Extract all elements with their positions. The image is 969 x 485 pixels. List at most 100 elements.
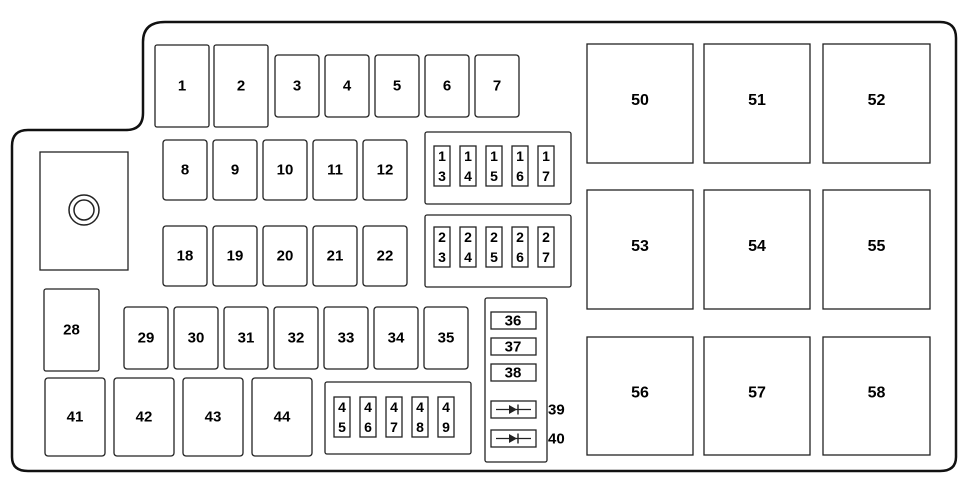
fuse-label-29: 29 xyxy=(138,330,155,347)
fuse-label-18: 18 xyxy=(177,248,194,265)
mini-fuse-digit-13-a: 1 xyxy=(438,148,446,164)
fuse-9 xyxy=(212,139,258,201)
fuse-label-44: 44 xyxy=(274,409,291,426)
fuse-44 xyxy=(251,377,313,457)
fuse-label-5: 5 xyxy=(393,78,401,95)
mini-fuse-digit-47-a: 4 xyxy=(390,399,398,415)
fuse-label-31: 31 xyxy=(238,330,255,347)
fuse-20 xyxy=(262,225,308,287)
diode-label-39: 39 xyxy=(548,402,565,419)
fuse-label-2: 2 xyxy=(237,78,245,95)
mini-fuse-digit-17-b: 7 xyxy=(542,168,550,184)
small-fuse-38 xyxy=(490,363,537,382)
fuse-box-outline xyxy=(10,20,958,473)
relay-label-51: 51 xyxy=(748,92,766,109)
fuse-label-11: 11 xyxy=(327,162,343,179)
mini-fuse-digit-14-b: 4 xyxy=(464,168,472,184)
relay-54 xyxy=(703,189,811,310)
mini-fuse-26 xyxy=(511,226,529,268)
diode-label-40: 40 xyxy=(548,431,565,448)
mini-fuse-digit-16-a: 1 xyxy=(516,148,524,164)
diode-icon xyxy=(496,404,531,415)
fuse-label-33: 33 xyxy=(338,330,355,347)
fuse-label-8: 8 xyxy=(181,162,189,179)
mini-fuse-48 xyxy=(411,396,429,438)
mini-fuse-digit-47-b: 7 xyxy=(390,419,398,435)
fuse-label-12: 12 xyxy=(377,162,394,179)
fuse-42 xyxy=(113,377,175,457)
relay-52 xyxy=(822,43,931,164)
mini-fuse-17 xyxy=(537,145,555,187)
mini-fuse-46 xyxy=(359,396,377,438)
mini-fuse-49 xyxy=(437,396,455,438)
fuse-label-3: 3 xyxy=(293,78,301,95)
small-fuse-37 xyxy=(490,337,537,356)
fuse-label-35: 35 xyxy=(438,330,455,347)
mini-fuse-digit-46-a: 4 xyxy=(364,399,372,415)
mini-fuse-digit-45-b: 5 xyxy=(338,419,346,435)
mounting-bracket xyxy=(39,151,129,271)
mounting-bolt-icon xyxy=(68,194,100,226)
fuse-label-6: 6 xyxy=(443,78,451,95)
small-fuse-panel xyxy=(484,297,548,463)
fuse-30 xyxy=(173,306,219,370)
fuse-label-28: 28 xyxy=(63,322,80,339)
fuse-label-43: 43 xyxy=(205,409,222,426)
mini-fuse-digit-15-a: 1 xyxy=(490,148,498,164)
fuse-41 xyxy=(44,377,106,457)
fuse-18 xyxy=(162,225,208,287)
relay-56 xyxy=(586,336,694,456)
fuse-21 xyxy=(312,225,358,287)
fuse-11 xyxy=(312,139,358,201)
fuse-label-7: 7 xyxy=(493,78,501,95)
fuse-32 xyxy=(273,306,319,370)
mini-fuse-25 xyxy=(485,226,503,268)
mini-fuse-14 xyxy=(459,145,477,187)
diode-39 xyxy=(490,400,537,419)
fuse-label-1: 1 xyxy=(178,78,186,95)
fuse-label-19: 19 xyxy=(227,248,244,265)
fuse-12 xyxy=(362,139,408,201)
relay-label-54: 54 xyxy=(748,238,766,255)
small-fuse-36 xyxy=(490,311,537,330)
diode-40 xyxy=(490,429,537,448)
mini-fuse-digit-49-b: 9 xyxy=(442,419,450,435)
fuse-label-22: 22 xyxy=(377,248,394,265)
fuse-22 xyxy=(362,225,408,287)
fuse-33 xyxy=(323,306,369,370)
mini-fuse-digit-16-b: 6 xyxy=(516,168,524,184)
fuse-label-32: 32 xyxy=(288,330,305,347)
mini-fuse-digit-46-b: 6 xyxy=(364,419,372,435)
mini-fuse-digit-17-a: 1 xyxy=(542,148,550,164)
fuse-1 xyxy=(154,44,210,128)
fuse-10 xyxy=(262,139,308,201)
fuse-label-41: 41 xyxy=(67,409,84,426)
small-fuse-label-37: 37 xyxy=(505,339,522,356)
diode-icon xyxy=(496,433,531,444)
fuse-label-21: 21 xyxy=(327,248,344,265)
mini-fuse-digit-25-b: 5 xyxy=(490,249,498,265)
relay-label-55: 55 xyxy=(868,238,886,255)
relay-57 xyxy=(703,336,811,456)
mini-fuse-digit-13-b: 3 xyxy=(438,168,446,184)
mini-fuse-group-13-17 xyxy=(424,131,572,205)
relay-53 xyxy=(586,189,694,310)
mini-fuse-digit-25-a: 2 xyxy=(490,229,498,245)
fuse-29 xyxy=(123,306,169,370)
fuse-31 xyxy=(223,306,269,370)
fuse-4 xyxy=(324,54,370,118)
mini-fuse-digit-48-a: 4 xyxy=(416,399,424,415)
fuse-2 xyxy=(213,44,269,128)
mini-fuse-digit-26-b: 6 xyxy=(516,249,524,265)
mini-fuse-digit-49-a: 4 xyxy=(442,399,450,415)
fuse-label-30: 30 xyxy=(188,330,205,347)
mini-fuse-digit-26-a: 2 xyxy=(516,229,524,245)
fuse-6 xyxy=(424,54,470,118)
mini-fuse-digit-24-a: 2 xyxy=(464,229,472,245)
mini-fuse-digit-15-b: 5 xyxy=(490,168,498,184)
mini-fuse-15 xyxy=(485,145,503,187)
small-fuse-label-38: 38 xyxy=(505,365,522,382)
fuse-label-20: 20 xyxy=(277,248,294,265)
fuse-35 xyxy=(423,306,469,370)
